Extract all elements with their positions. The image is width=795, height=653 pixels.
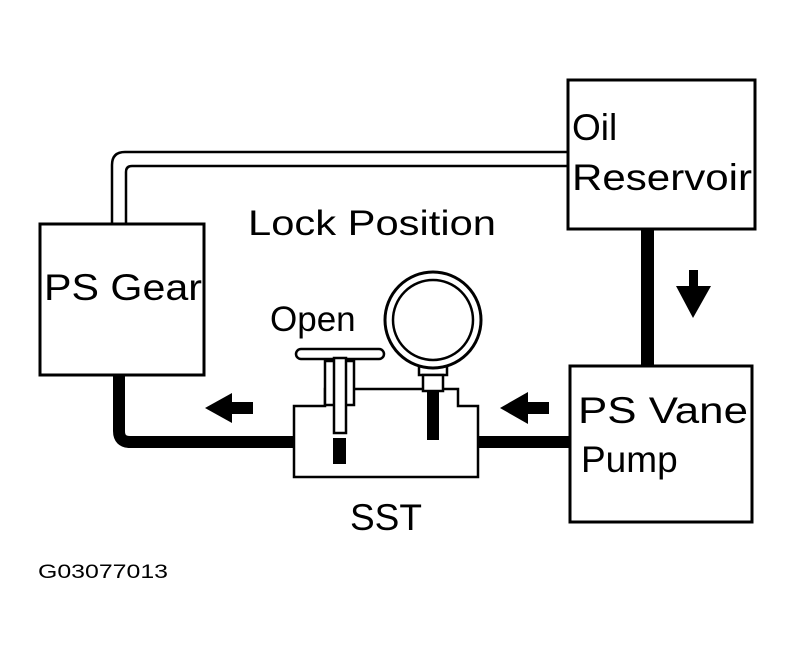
open-label: Open bbox=[270, 300, 356, 339]
sst-gauge-passage bbox=[427, 390, 439, 440]
flow-arrow-left-icon-right bbox=[500, 392, 549, 424]
ps-gear-label: PS Gear bbox=[44, 267, 202, 308]
oil-reservoir-label-line1: Oil bbox=[572, 107, 617, 148]
flow-arrow-left-icon-left bbox=[205, 393, 253, 423]
ps-vane-pump-box bbox=[568, 364, 754, 524]
sst-valve-stem-passage bbox=[333, 438, 346, 464]
pressure-line bbox=[113, 376, 572, 448]
ps-vane-pump-label-line2: Pump bbox=[581, 439, 678, 480]
sst-body bbox=[292, 387, 480, 479]
figure-code: G03077013 bbox=[38, 562, 168, 583]
suction-line bbox=[641, 228, 654, 366]
sst-label: SST bbox=[350, 497, 422, 538]
pressure-gauge-icon bbox=[383, 270, 483, 393]
ps-vane-pump-label-line1: PS Vane bbox=[578, 390, 748, 431]
oil-reservoir-box bbox=[566, 78, 757, 231]
valve-handle-icon bbox=[294, 347, 386, 435]
return-line bbox=[110, 150, 568, 224]
ps-gear-box bbox=[38, 222, 206, 377]
flow-arrow-down-icon bbox=[676, 270, 711, 318]
lock-position-label: Lock Position bbox=[248, 204, 496, 243]
oil-reservoir-label-line2: Reservoir bbox=[572, 157, 752, 198]
